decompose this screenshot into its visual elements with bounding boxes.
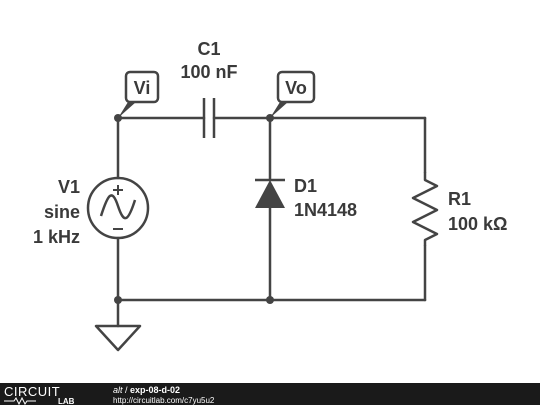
resistor-value: 100 kΩ: [448, 214, 507, 234]
probe-vo[interactable]: Vo: [270, 70, 316, 118]
source-name: V1: [58, 177, 80, 197]
resistor-name: R1: [448, 189, 471, 209]
diode-part: 1N4148: [294, 200, 357, 220]
footer-title: exp-08-d-02: [130, 385, 180, 395]
junction-dot-bottom-mid: [266, 296, 274, 304]
probe-vi[interactable]: Vi: [118, 70, 160, 118]
logo-text-circuit: CIRCUIT: [4, 384, 60, 399]
footer-title-line: alt / exp-08-d-02: [113, 385, 180, 395]
diode-symbol: [255, 178, 285, 208]
ground-symbol: [94, 324, 142, 352]
source-type: sine: [44, 202, 80, 222]
capacitor-name: C1: [197, 39, 220, 59]
circuitlab-logo: CIRCUIT LAB: [4, 384, 75, 405]
footer-bar: [0, 383, 540, 405]
probe-vo-label: Vo: [285, 78, 307, 98]
sine-source-symbol: [86, 176, 150, 240]
resistor-glyph-icon: [4, 396, 36, 405]
capacitor-value: 100 nF: [180, 62, 237, 82]
footer-url[interactable]: http://circuitlab.com/c7yu5u2: [113, 396, 215, 405]
footer-author[interactable]: alt: [113, 385, 123, 395]
probe-vi-label: Vi: [134, 78, 151, 98]
junction-dot-bottom-left: [114, 296, 122, 304]
capacitor-symbol: [202, 98, 216, 138]
logo-text-lab: LAB: [58, 397, 75, 405]
footer-separator: /: [123, 385, 131, 395]
source-frequency: 1 kHz: [33, 227, 80, 247]
resistor-symbol: [411, 172, 439, 246]
diode-name: D1: [294, 176, 317, 196]
